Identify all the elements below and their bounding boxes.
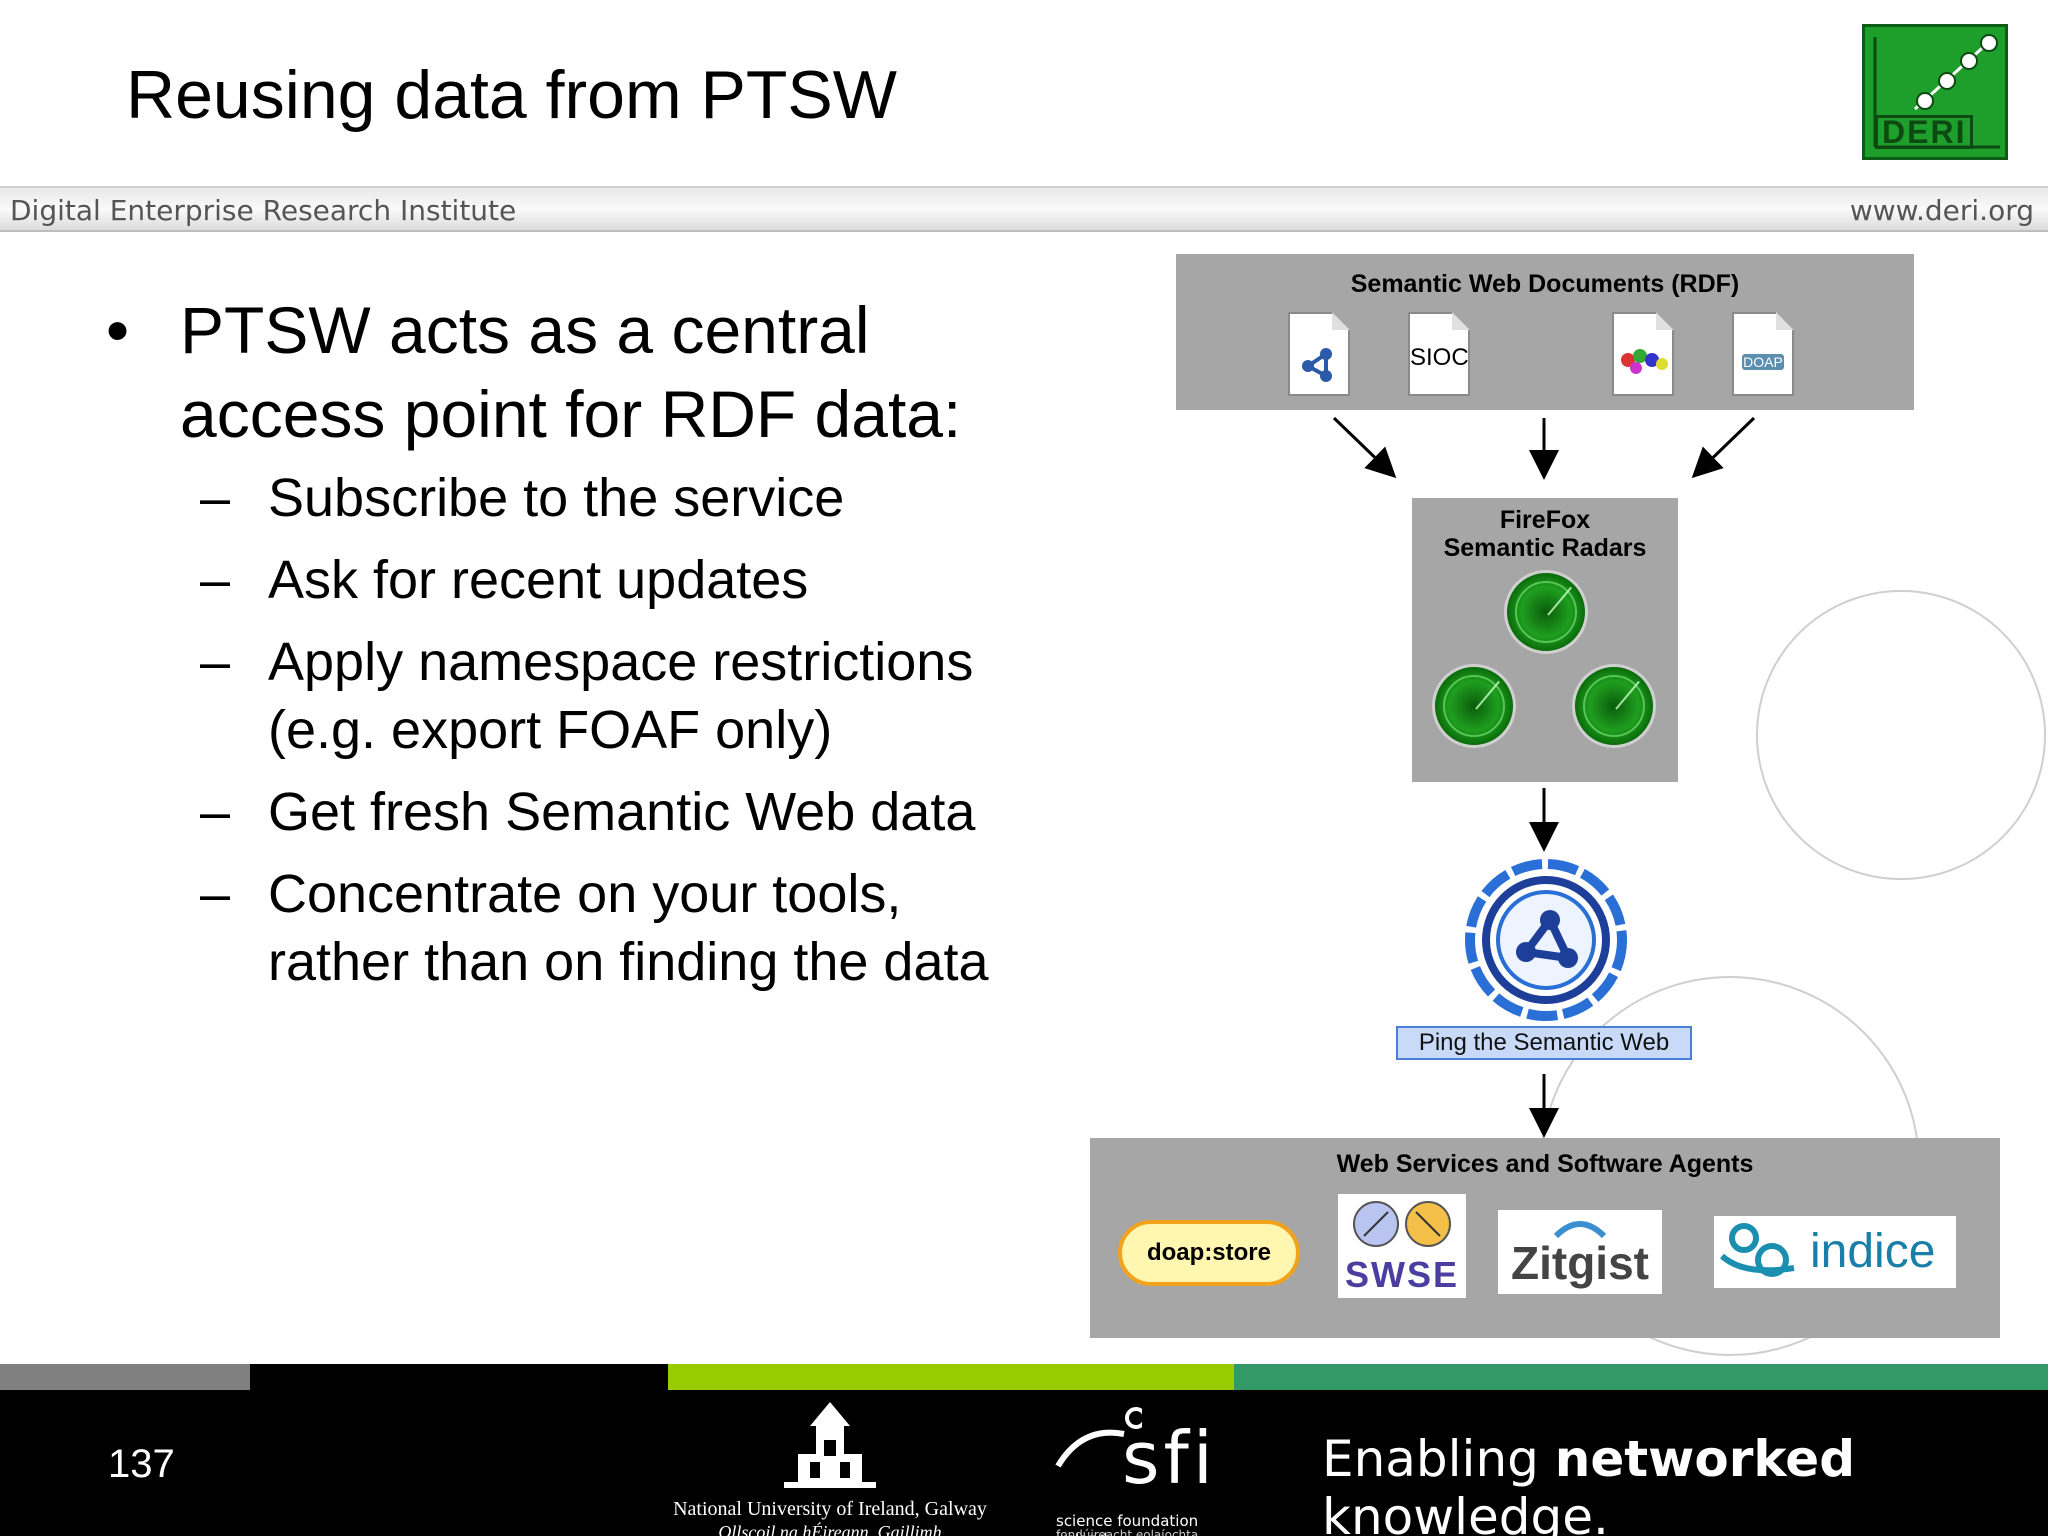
footer: 137 National University of Ireland, Galw…: [0, 1390, 2048, 1536]
sioc-document-icon: SIOC: [1408, 312, 1470, 396]
decorative-circle: [1756, 590, 2046, 880]
indice-logo: indice: [1714, 1216, 1956, 1288]
sioc-glyph: SIOC: [1410, 344, 1469, 371]
bullet-list: PTSW acts as a central access point for …: [100, 288, 1000, 1010]
footer-stripe-black: [250, 1364, 668, 1390]
tagline: Enabling networked knowledge.: [1322, 1430, 2048, 1536]
tagline-pre: Enabling: [1322, 1430, 1555, 1488]
indice-text: indice: [1810, 1225, 1936, 1278]
doap-document-icon: DOAP: [1732, 312, 1794, 396]
flow-arrows: [1332, 416, 1756, 1138]
sfi-name: science foundation ireland: [1056, 1512, 1199, 1536]
ping-label: Ping the Semantic Web: [1396, 1026, 1692, 1060]
zitgist-arc-icon: [1553, 1221, 1607, 1239]
sub-bullet: Apply namespace restrictions (e.g. expor…: [100, 628, 1000, 764]
institute-band: Digital Enterprise Research Institute ww…: [0, 186, 2048, 232]
rdf-graph-icon: [1302, 348, 1332, 382]
university-tower-icon: [784, 1402, 876, 1488]
services-box: Web Services and Software Agents doap:st…: [1090, 1138, 2000, 1338]
zitgist-text: Zitgist: [1511, 1237, 1649, 1289]
radar-icon: [1432, 664, 1516, 748]
ping-the-semantic-web-icon: [1465, 859, 1627, 1021]
rdf-document-icon: [1288, 312, 1350, 396]
deri-logo-text: DERI: [1875, 115, 1974, 149]
page-number: 137: [108, 1442, 175, 1486]
radars-title-line1: FireFox: [1499, 506, 1591, 534]
swse-logo: SWSE: [1338, 1194, 1466, 1298]
doap-glyph: DOAP: [1742, 354, 1784, 370]
sfi-logo: sfi science foundation ireland fondúirea…: [1052, 1396, 1242, 1536]
documents-box: Semantic Web Documents (RDF) SIOC DOAP: [1176, 254, 1914, 410]
sub-bullet: Ask for recent updates: [100, 546, 1000, 614]
indice-swirl-icon: [1719, 1223, 1795, 1277]
slide-title: Reusing data from PTSW: [126, 57, 897, 133]
sub-bullet: Concentrate on your tools, rather than o…: [100, 860, 1000, 996]
university-name: National University of Ireland, Galway: [673, 1498, 987, 1520]
sfi-swoosh-icon: [1055, 1407, 1142, 1468]
swse-text: SWSE: [1344, 1254, 1459, 1295]
sub-bullet: Subscribe to the service: [100, 464, 1000, 532]
nuig-logo: National University of Ireland, Galway O…: [660, 1396, 1000, 1536]
sfi-mark: sfi: [1122, 1416, 1217, 1500]
university-name-irish: Ollscoil na hÉireann, Gaillimh: [718, 1522, 942, 1536]
footer-stripe-green: [1234, 1364, 2048, 1390]
doap-store-logo: doap:store: [1118, 1220, 1300, 1286]
arrow-docs-to-radars-left: [1332, 416, 1397, 479]
footer-stripe-gray: [0, 1364, 250, 1390]
documents-title: Semantic Web Documents (RDF): [1350, 270, 1740, 298]
ptsw-diagram: Semantic Web Documents (RDF) SIOC DOAP: [1080, 240, 2048, 1360]
tagline-bold: networked: [1554, 1430, 1855, 1488]
arrow-docs-to-radars-right: [1691, 416, 1756, 479]
institute-name: Digital Enterprise Research Institute: [10, 194, 517, 227]
foaf-document-icon: [1612, 312, 1674, 396]
compass-icon: [1353, 1201, 1451, 1247]
sfi-name-irish: fondúireacht eolaíochta éireann: [1056, 1528, 1199, 1536]
website-url: www.deri.org: [1849, 194, 2034, 227]
main-bullet: PTSW acts as a central access point for …: [100, 288, 1000, 456]
radar-icon: [1504, 570, 1588, 654]
sub-bullet-list: Subscribe to the service Ask for recent …: [100, 464, 1000, 996]
deri-logo: DERI: [1862, 24, 2008, 160]
tagline-post: knowledge.: [1322, 1488, 1609, 1536]
services-title: Web Services and Software Agents: [1336, 1150, 1754, 1178]
sub-bullet: Get fresh Semantic Web data: [100, 778, 1000, 846]
radars-box: FireFox Semantic Radars: [1412, 498, 1678, 782]
zitgist-logo: Zitgist: [1498, 1210, 1662, 1294]
radar-icon: [1572, 664, 1656, 748]
footer-stripe-lime: [668, 1364, 1234, 1390]
radars-title-line2: Semantic Radars: [1443, 534, 1647, 562]
foaf-people-icon: [1621, 349, 1668, 374]
